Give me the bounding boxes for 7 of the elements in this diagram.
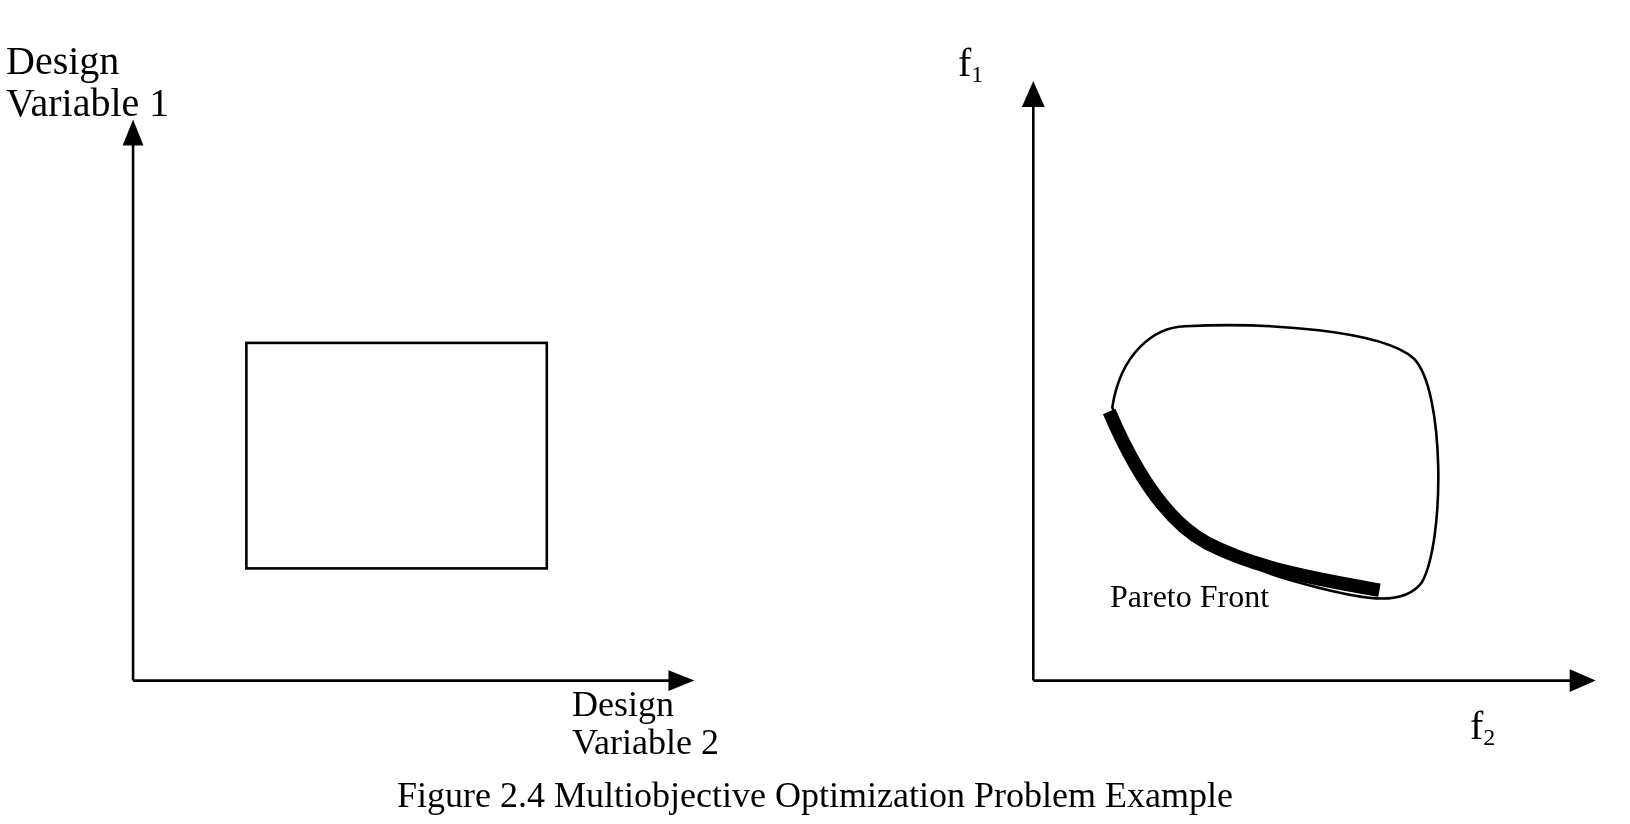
axis-label: Design Variable 2 <box>572 686 720 762</box>
axis-label: f$_{1}$ <box>958 42 985 84</box>
axis-label: Pareto Front <box>1110 580 1271 614</box>
axis-label: Design Variable 1 <box>6 40 171 124</box>
figure-caption: Figure 2.4 Multiobjective Optimization Problem Example <box>396 774 1234 816</box>
axis-label: f$_{2}$ <box>1470 705 1497 747</box>
design-space-rectangle <box>245 341 549 570</box>
